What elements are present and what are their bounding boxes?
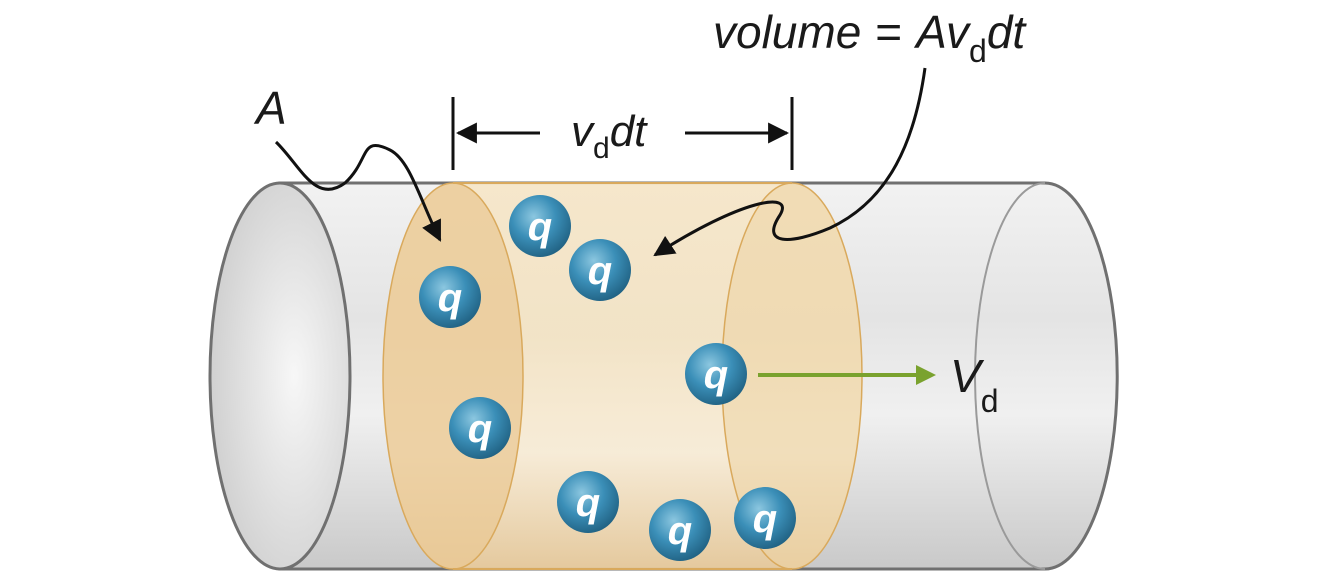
slab-left-face-area xyxy=(382,182,524,570)
charge: q xyxy=(649,499,711,561)
volume-pointer: volume=Avddt xyxy=(653,6,1027,257)
drift-label: Vd xyxy=(950,350,998,419)
drift-velocity: Vd xyxy=(758,350,998,419)
svg-text:q: q xyxy=(668,509,692,553)
svg-text:q: q xyxy=(753,497,777,541)
area-pointer: A xyxy=(253,82,442,242)
charge: q xyxy=(569,239,631,301)
cylinder-right-end-rim xyxy=(974,182,1046,570)
charges: q q q q q q q xyxy=(419,195,796,561)
svg-text:q: q xyxy=(576,481,600,525)
volume-label: volume=Avddt xyxy=(713,6,1027,69)
volume-pointer-line xyxy=(653,67,927,257)
svg-text:q: q xyxy=(528,205,552,249)
charge: q xyxy=(509,195,571,257)
length-label: vddt xyxy=(571,107,648,165)
area-label: A xyxy=(253,82,287,134)
length-dimension: vddt xyxy=(451,97,794,170)
area-pointer-line xyxy=(274,140,442,242)
svg-text:q: q xyxy=(704,353,728,397)
svg-text:q: q xyxy=(438,276,462,320)
charge: q xyxy=(419,266,481,328)
charge: q xyxy=(449,397,511,459)
charge: q xyxy=(685,343,747,405)
cylinder-left-end xyxy=(208,181,352,571)
svg-text:q: q xyxy=(468,407,492,451)
svg-text:q: q xyxy=(588,249,612,293)
charge: q xyxy=(557,471,619,533)
charge: q xyxy=(734,487,796,549)
